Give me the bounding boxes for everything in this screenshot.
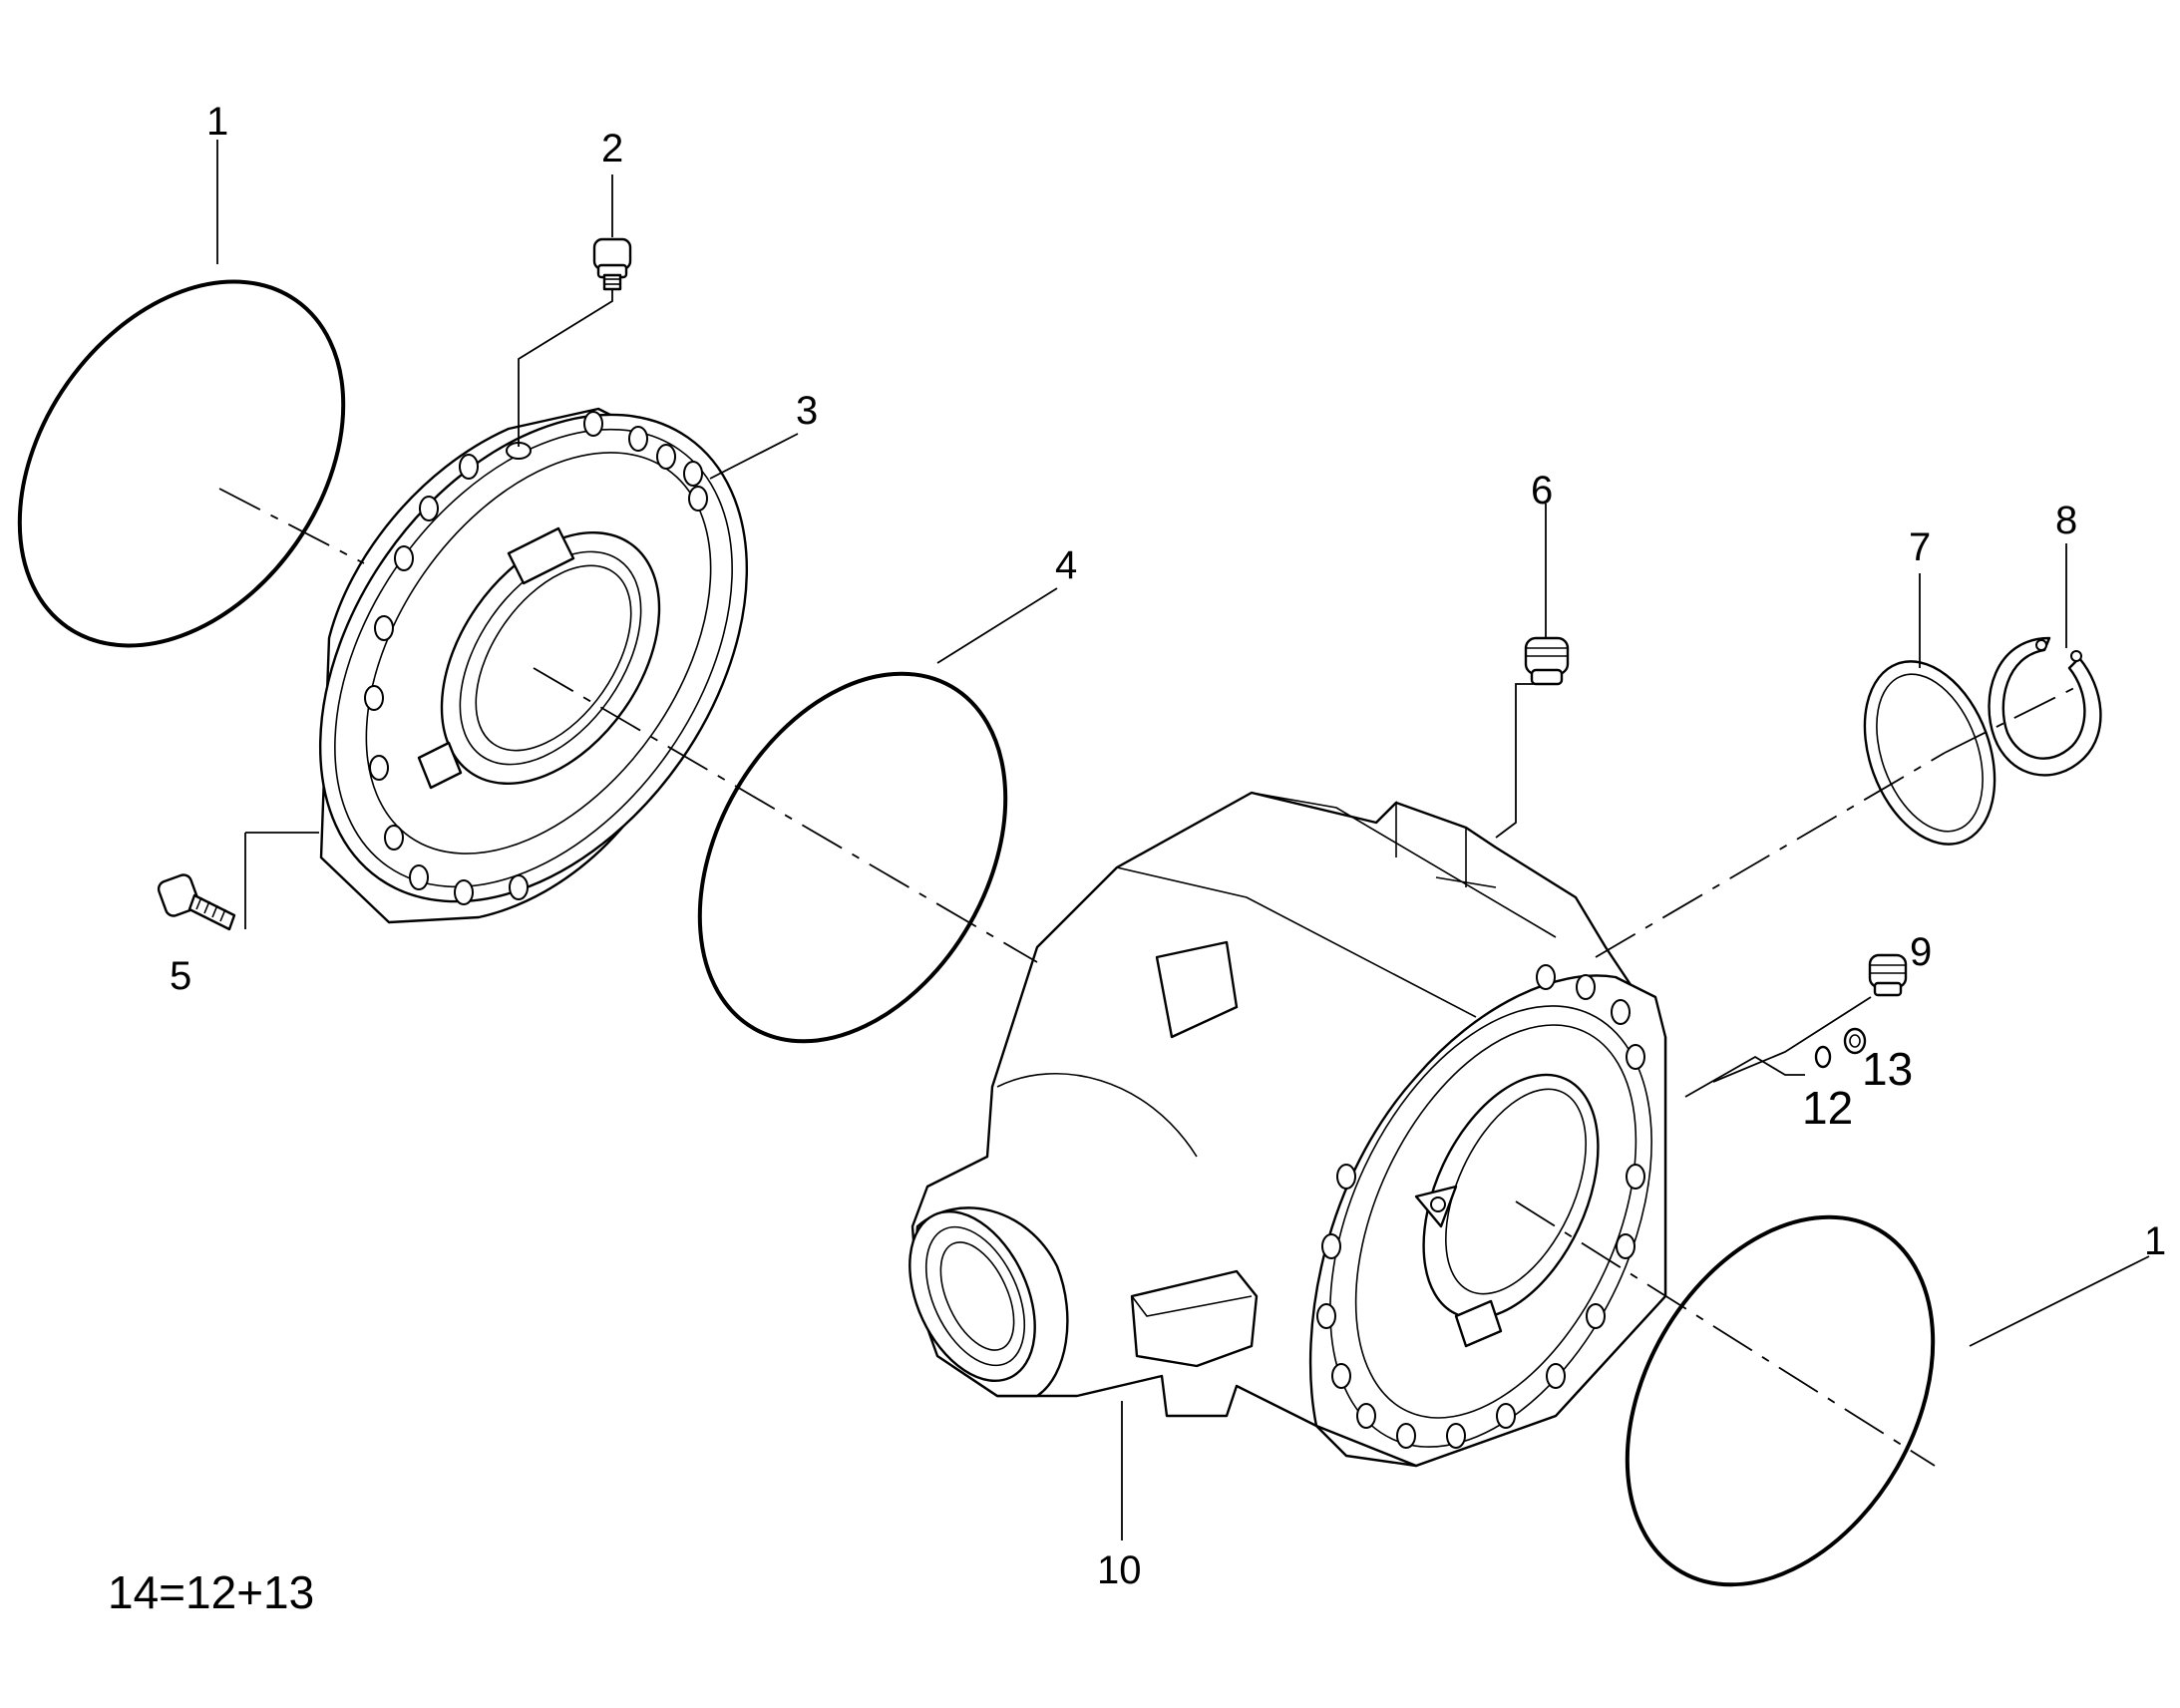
callout-1-left: 1 xyxy=(206,100,228,144)
retaining-ring xyxy=(1863,660,1997,846)
washer-and-nut xyxy=(1814,1027,1867,1069)
callout-2: 2 xyxy=(601,127,623,171)
o-ring-middle xyxy=(697,671,1008,1044)
callout-8: 8 xyxy=(2055,499,2077,542)
callout-labels: 1 2 3 4 5 6 7 8 9 10 1 12 13 xyxy=(170,100,2166,1592)
cap-screw xyxy=(157,873,236,931)
callout-3: 3 xyxy=(796,389,818,433)
o-ring-right xyxy=(1625,1214,1936,1587)
kit-composition-note: 14=12+13 xyxy=(108,1566,314,1618)
cover-flange xyxy=(318,407,749,924)
callout-13: 13 xyxy=(1862,1043,1913,1095)
callout-12: 12 xyxy=(1802,1082,1853,1134)
callout-4: 4 xyxy=(1055,543,1077,587)
leader-lines xyxy=(216,140,2150,1540)
callout-5: 5 xyxy=(170,954,191,998)
callout-7: 7 xyxy=(1909,525,1931,569)
axle-housing xyxy=(908,791,1667,1468)
callout-1-right: 1 xyxy=(2144,1219,2166,1263)
callout-6: 6 xyxy=(1531,469,1553,512)
callout-9: 9 xyxy=(1910,930,1932,974)
plug-top xyxy=(1524,636,1570,686)
circlip xyxy=(1988,636,2102,777)
o-ring-left xyxy=(17,279,346,648)
assembly-axes xyxy=(218,488,2075,1467)
plug-right xyxy=(1868,953,1908,997)
vent-plug xyxy=(592,237,632,291)
callout-10: 10 xyxy=(1097,1548,1142,1592)
